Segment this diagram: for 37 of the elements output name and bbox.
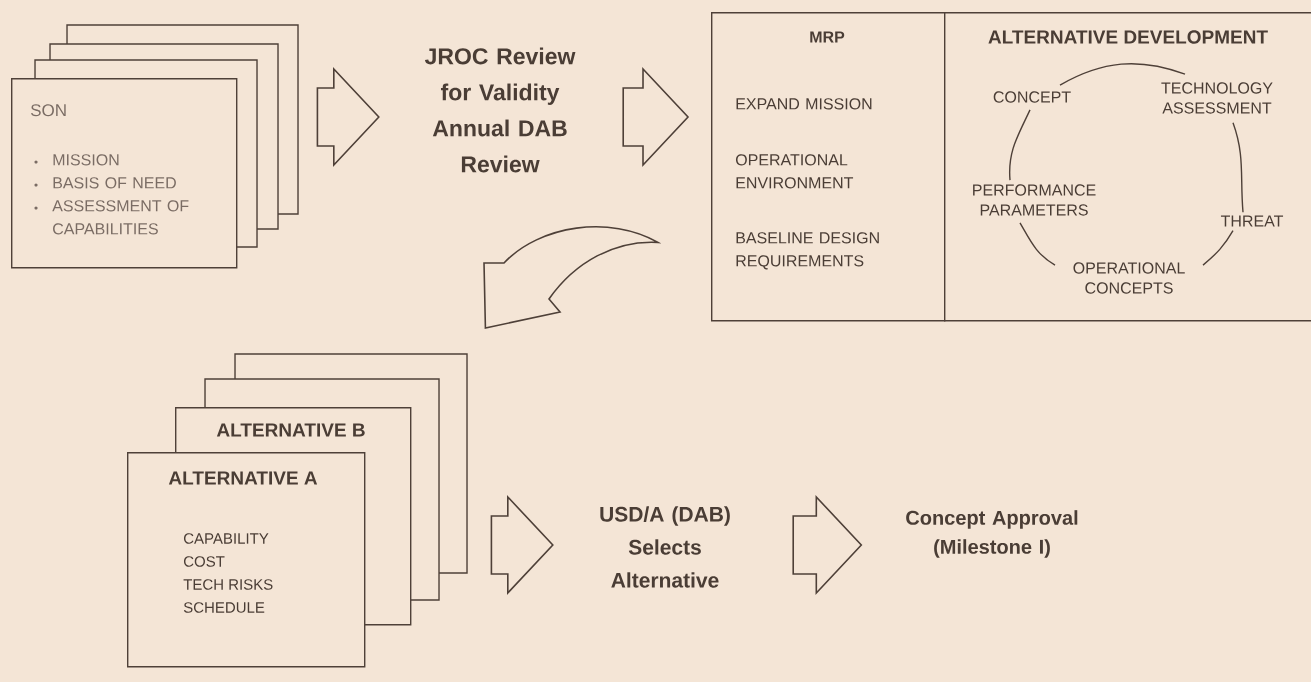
cycle-label: TECHNOLOGY ASSESSMENT <box>1161 82 1273 114</box>
cycle-label: THREAT <box>1220 215 1284 227</box>
step-text: JROC Review for Validity Annual DAB Review <box>424 47 576 173</box>
cycle-arc <box>1059 63 1186 86</box>
curved-arrow <box>483 226 659 329</box>
block-arrow <box>622 66 690 167</box>
item-text: EXPAND MISSION <box>736 98 872 110</box>
list-item: BASIS OF NEED <box>34 177 176 189</box>
block-arrow <box>316 66 380 167</box>
heading: MRP <box>810 31 845 43</box>
cycle-arc <box>1008 109 1031 181</box>
panel <box>944 12 1311 322</box>
heading: SON <box>31 104 66 117</box>
cycle-label: CONCEPT <box>993 91 1071 103</box>
card <box>11 78 238 269</box>
step-text: Concept Approval (Milestone I) <box>906 510 1078 558</box>
heading: ALTERNATIVE B <box>216 423 365 437</box>
card <box>127 452 366 668</box>
list-item: ASSESSMENT OF CAPABILITIES <box>34 200 189 235</box>
list-item: SCHEDULE <box>183 602 265 613</box>
list-item: CAPABILITY <box>184 533 269 544</box>
list-item: COST <box>184 556 225 567</box>
cycle-arc <box>1019 222 1056 266</box>
step-text: USD/A (DAB) Selects Alternative <box>600 506 730 588</box>
block-arrow <box>792 494 863 595</box>
panel <box>711 12 946 322</box>
cycle-label: PERFORMANCE PARAMETERS <box>973 184 1096 216</box>
cycle-arc <box>1202 230 1234 266</box>
heading: ALTERNATIVE A <box>168 471 318 485</box>
item-text: OPERATIONAL ENVIRONMENT <box>735 154 854 189</box>
list-item: TECH RISKS <box>183 579 273 590</box>
cycle-arc <box>1232 122 1244 213</box>
item-text: BASELINE DESIGN REQUIREMENTS <box>736 232 879 270</box>
heading: ALTERNATIVE DEVELOPMENT <box>988 30 1268 44</box>
list-item: MISSION <box>34 154 119 166</box>
block-arrow <box>490 494 554 595</box>
cycle-label: OPERATIONAL CONCEPTS <box>1073 262 1185 294</box>
